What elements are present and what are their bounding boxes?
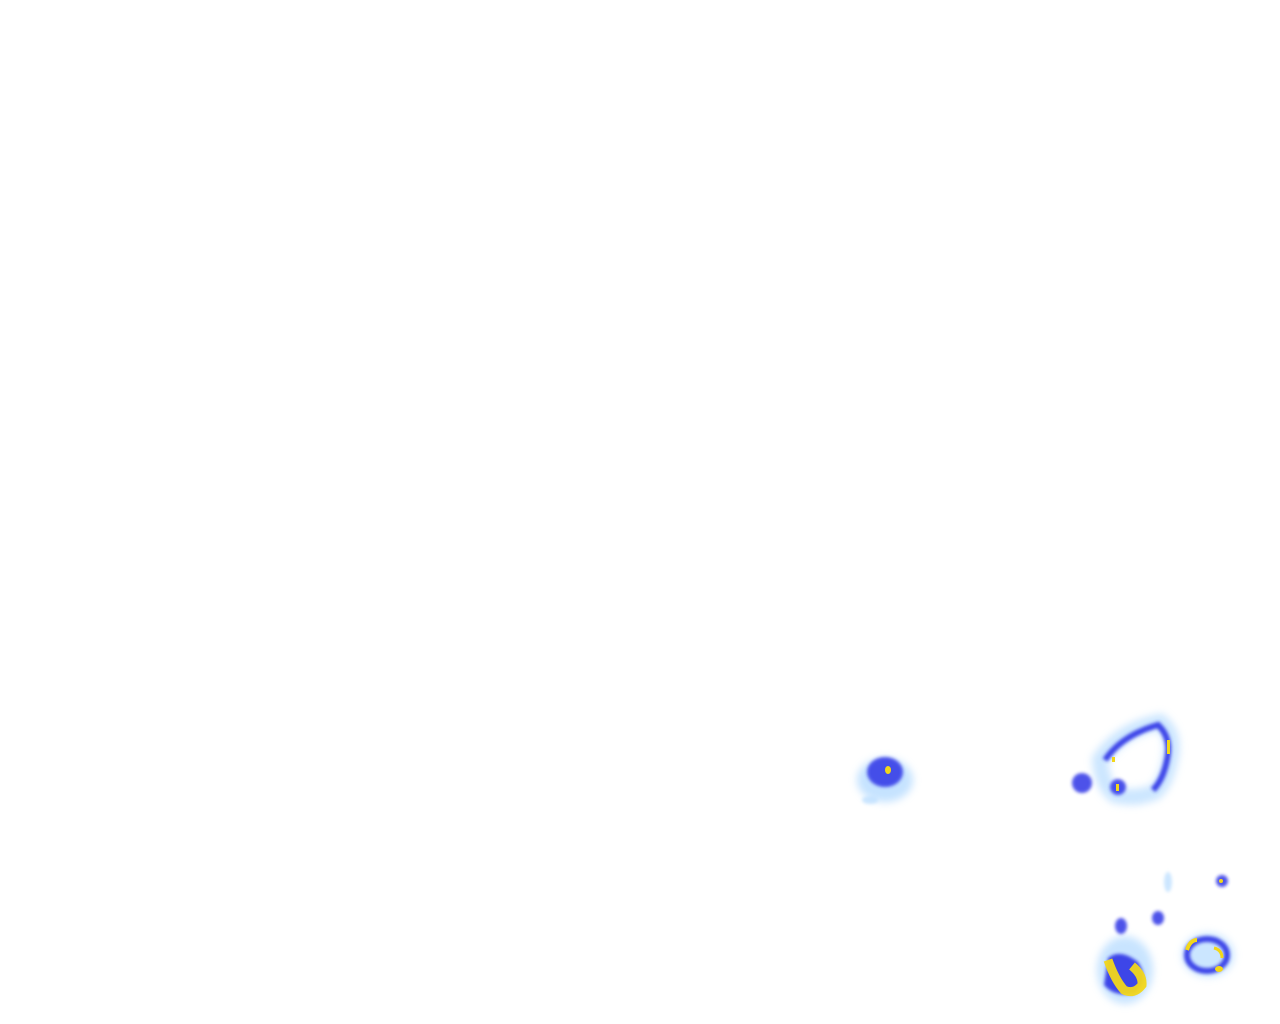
blob-a [857,757,913,804]
blob-b [1072,713,1180,805]
blob-e [1182,933,1234,977]
blob-d [1097,911,1164,1004]
blob-c [1164,872,1228,892]
